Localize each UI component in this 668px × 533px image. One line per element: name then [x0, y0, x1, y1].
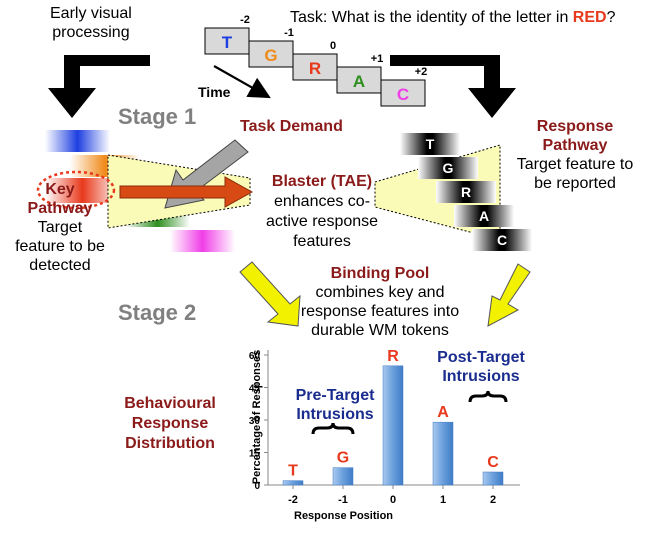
rsvp-position: 0: [330, 40, 336, 52]
response-letter: R: [461, 184, 471, 200]
rsvp-letter: C: [397, 85, 409, 104]
response-pathway-label: Response Pathway Target feature to be re…: [516, 118, 634, 192]
binding-pool-label: Binding Pool combines key and response f…: [300, 265, 460, 339]
left-bent-arrow: [48, 55, 150, 118]
task-demand-label: Task Demand: [240, 118, 343, 135]
left-yellow-arrow: [239, 261, 301, 327]
rsvp-position: -2: [240, 14, 250, 26]
response-letter: G: [443, 160, 454, 176]
response-strip: [436, 181, 496, 203]
pre-target-label: Pre-Target Intrusions: [295, 387, 375, 423]
rsvp-position: +1: [371, 53, 384, 65]
stage2-label: Stage 2: [118, 300, 197, 325]
bar: [282, 480, 304, 486]
x-tick-label: 1: [440, 494, 446, 506]
response-distribution-chart: 0 15 30 45 60T -2 G -1 R 0 A 1 C 2: [249, 348, 520, 506]
rsvp-position: +2: [415, 66, 428, 78]
x-tick-label: -1: [338, 494, 348, 506]
response-letter: A: [479, 208, 489, 224]
bar: [482, 471, 504, 486]
y-tick-label: 0: [254, 481, 260, 492]
right-bent-arrow: [390, 55, 516, 118]
rsvp-position: -1: [284, 27, 294, 39]
bar-label: R: [387, 348, 399, 365]
target-highlight-ellipse: [36, 170, 116, 210]
y-tick-label: 60: [249, 351, 261, 362]
x-tick-label: -2: [288, 494, 298, 506]
task-label: Task: What is the identity of the letter…: [290, 9, 616, 26]
stage1-label: Stage 1: [118, 104, 197, 129]
blaster-label: Blaster (TAE) enhances co- active respon…: [265, 173, 379, 250]
response-strip: [418, 157, 478, 179]
response-letter: C: [497, 232, 507, 248]
key-pathway-label: Key Pathway Target feature to be detecte…: [15, 181, 105, 274]
bar-label: A: [437, 404, 449, 421]
bar: [432, 421, 454, 486]
bar: [382, 365, 404, 486]
x-axis-label: Response Position: [294, 510, 394, 522]
behavioural-label: Behavioural Response Distribution: [124, 395, 216, 452]
rsvp-frame: [292, 53, 338, 81]
time-label: Time: [198, 84, 231, 100]
time-arrow: [213, 65, 271, 99]
y-axis-label: Percentage of Responses: [251, 349, 263, 485]
x-tick-label: 2: [490, 494, 496, 506]
pre-target-brace: [311, 422, 355, 435]
blaster-arrow: [119, 176, 254, 208]
rsvp-letter: A: [353, 72, 365, 91]
rsvp-frame: [336, 66, 382, 94]
bar-label: G: [337, 450, 349, 467]
bar-label: T: [288, 463, 298, 480]
early-visual-label: Early visual processing: [50, 5, 132, 41]
y-tick-label: 45: [249, 384, 261, 395]
rsvp-frame: [204, 27, 250, 55]
bar: [332, 467, 354, 486]
x-tick-label: 0: [390, 494, 396, 506]
bar-label: C: [487, 454, 499, 471]
response-letter: T: [426, 136, 435, 152]
post-target-label: Post-Target Intrusions: [437, 349, 525, 385]
rsvp-letter: R: [309, 59, 321, 78]
response-strip: [400, 133, 460, 155]
rsvp-letter: T: [222, 33, 233, 52]
right-yellow-arrow: [487, 263, 531, 327]
y-tick-label: 15: [249, 449, 261, 460]
response-strip: [472, 229, 532, 251]
response-strip: [454, 205, 514, 227]
rsvp-frame: [380, 79, 426, 107]
post-target-brace: [468, 390, 508, 403]
y-tick-label: 30: [249, 416, 261, 427]
rsvp-letter: G: [264, 46, 277, 65]
